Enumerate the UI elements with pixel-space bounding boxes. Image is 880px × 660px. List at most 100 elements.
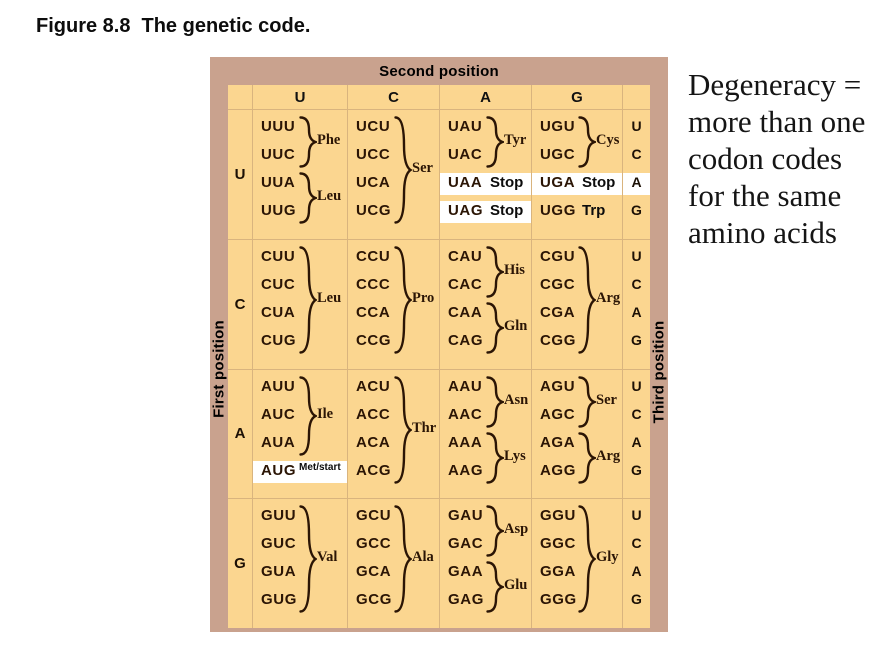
amino-acid-label: Arg [596,447,621,464]
codon-text: CCU [356,247,391,265]
codon-text: GCG [356,591,392,609]
codon-text: GAA [448,563,484,581]
first-position-label: First position [210,320,228,418]
brace-icon [486,302,507,359]
brace-icon [299,246,318,359]
brace-icon [486,561,507,618]
brace-icon [394,375,413,489]
third-position-letter: U [631,118,642,134]
amino-acid-label: Gly [596,549,619,566]
first-position-letter: A [228,369,253,499]
codon-text: GGA [540,563,576,581]
codon-text: AUA [261,433,296,451]
codon-text: UGU [540,118,576,135]
codon-text: GUG [261,591,297,609]
brace-icon [394,116,413,229]
amino-acid-label: Cys [596,132,620,148]
brace-icon [486,116,507,173]
codon-text: UUC [261,146,296,163]
codon-text: GCA [356,563,392,581]
codon-text: CGC [540,275,576,293]
amino-acid-label: Val [317,549,338,566]
highlight-band [440,201,531,223]
inline-amino-label: Stop [490,202,524,219]
third-position-letter: G [631,202,642,218]
amino-acid-label: Leu [317,188,342,204]
codon-text: UGA [540,174,576,191]
codon-text: GUA [261,563,297,581]
highlight-band [623,173,650,195]
codon-text: UGC [540,146,576,163]
amino-acid-label: Lys [504,447,526,464]
codon-text: CGU [540,247,576,265]
figure-title: Figure 8.8 The genetic code. [36,15,310,38]
amino-acid-label: Thr [412,419,437,436]
codon-text: GUC [261,535,297,553]
brace-icon [299,116,320,173]
codon-text: UCA [356,174,391,191]
codon-text: ACC [356,405,391,423]
amino-acid-label: Gln [504,317,528,334]
amino-acid-label: His [504,261,525,278]
note-line: codon codes [688,141,843,176]
codon-text: UUU [261,118,296,135]
amino-acid-label: Tyr [504,132,527,148]
codon-text: AUC [261,405,296,423]
figure-caption: The genetic code. [141,15,311,37]
third-position-letter: G [631,461,642,478]
codon-text: UAC [448,146,483,163]
figure-number: Figure 8.8 [36,15,131,37]
codon-text: UAU [448,118,483,135]
codon-text: UAA [448,174,483,191]
note-line: for the same [688,178,842,213]
degeneracy-note: Degeneracy = more than one codon codes f… [688,66,865,251]
codon-text: CUC [261,275,296,293]
codon-text: GCU [356,507,392,525]
codon-text: AAU [448,377,483,395]
codon-text: CGA [540,303,576,321]
codon-text: UGG [540,202,576,219]
column-header-u: U [253,85,348,109]
column-header-g: G [532,85,623,109]
highlight-band [532,173,622,195]
codon-text: AUG [261,461,297,479]
codon-text: UCG [356,202,392,219]
codon-text: UCC [356,146,391,163]
third-position-letter: C [631,146,642,162]
third-position-letter: A [631,174,642,190]
brace-icon [394,246,413,359]
brace-icon [578,431,599,489]
third-position-letter: A [631,563,642,580]
codon-text: ACA [356,433,391,451]
codon-text: CCG [356,331,392,349]
third-position-letter: C [631,405,642,422]
codon-text: UUA [261,174,296,191]
amino-acid-label: Pro [412,289,435,306]
brace-icon [578,116,599,173]
codon-text: CCC [356,275,391,293]
first-position-letter: G [228,499,253,628]
brace-icon [394,505,413,618]
codon-text: AAG [448,461,484,479]
third-position-letter: U [631,247,642,264]
amino-acid-label: Glu [504,577,528,594]
inline-amino-label: Stop [490,174,524,191]
amino-acid-label: Arg [596,289,621,306]
codon-text: CAG [448,331,484,349]
inline-amino-label: Trp [582,202,606,219]
